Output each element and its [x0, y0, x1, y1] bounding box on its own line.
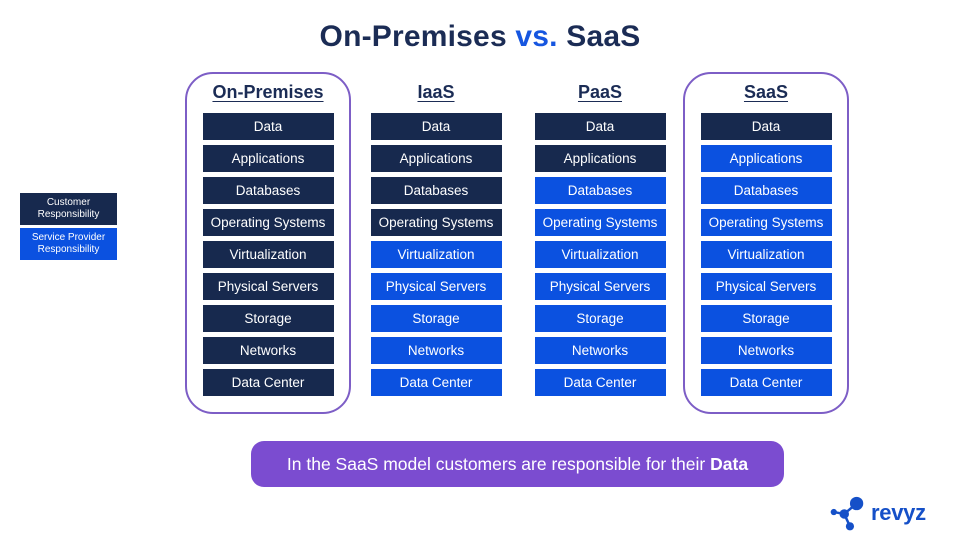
title-suffix: SaaS: [566, 20, 641, 53]
layer-box: Physical Servers: [370, 273, 502, 300]
layer-box: Data: [534, 113, 666, 140]
layer-box: Data Center: [370, 369, 502, 396]
title-vs: vs.: [515, 20, 558, 53]
layer-box: Virtualization: [700, 241, 832, 268]
revyz-logo: revyz: [830, 493, 926, 533]
page-title: On-Premises vs. SaaS: [0, 20, 960, 54]
layer-box: Databases: [700, 177, 832, 204]
layer-box: Networks: [534, 337, 666, 364]
column-header: PaaS: [577, 82, 623, 102]
layer-box: Virtualization: [370, 241, 502, 268]
layer-box: Operating Systems: [534, 209, 666, 236]
legend: Customer Responsibility Service Provider…: [20, 193, 117, 260]
layer-box: Data: [202, 113, 334, 140]
banner-text: In the SaaS model customers are responsi…: [286, 453, 706, 474]
layer-box: Applications: [700, 145, 832, 172]
layer-box: Data: [700, 113, 832, 140]
layer-box: Data Center: [202, 369, 334, 396]
layer-box: Networks: [370, 337, 502, 364]
layer-box: Virtualization: [534, 241, 666, 268]
layer-box: Physical Servers: [534, 273, 666, 300]
banner-bold-word: Data: [710, 453, 749, 474]
molecule-icon: [830, 496, 864, 531]
layer-box: Storage: [370, 305, 502, 332]
layer-box: Databases: [534, 177, 666, 204]
callout-banner: In the SaaS model customers are responsi…: [251, 441, 784, 487]
logo-text: revyz: [871, 500, 926, 525]
layer-box: Physical Servers: [700, 273, 832, 300]
column-header: IaaS: [417, 82, 455, 102]
layer-box: Operating Systems: [202, 209, 334, 236]
layer-box: Storage: [202, 305, 334, 332]
layer-box: Databases: [370, 177, 502, 204]
column-header: SaaS: [743, 82, 789, 102]
layer-box: Applications: [202, 145, 334, 172]
layer-box: Data Center: [534, 369, 666, 396]
legend-provider-responsibility: Service Provider Responsibility: [20, 228, 117, 260]
layer-box: Databases: [202, 177, 334, 204]
layer-box: Networks: [700, 337, 832, 364]
column-header: On-Premises: [212, 82, 324, 102]
layer-box: Data Center: [700, 369, 832, 396]
layer-box: Operating Systems: [700, 209, 832, 236]
layer-box: Storage: [700, 305, 832, 332]
layer-box: Virtualization: [202, 241, 334, 268]
layer-box: Physical Servers: [202, 273, 334, 300]
layer-box: Operating Systems: [370, 209, 502, 236]
layer-box: Applications: [370, 145, 502, 172]
layer-box: Data: [370, 113, 502, 140]
layer-box: Applications: [534, 145, 666, 172]
layer-box: Storage: [534, 305, 666, 332]
legend-customer-responsibility: Customer Responsibility: [20, 193, 117, 225]
title-prefix: On-Premises: [319, 20, 507, 53]
layer-box: Networks: [202, 337, 334, 364]
